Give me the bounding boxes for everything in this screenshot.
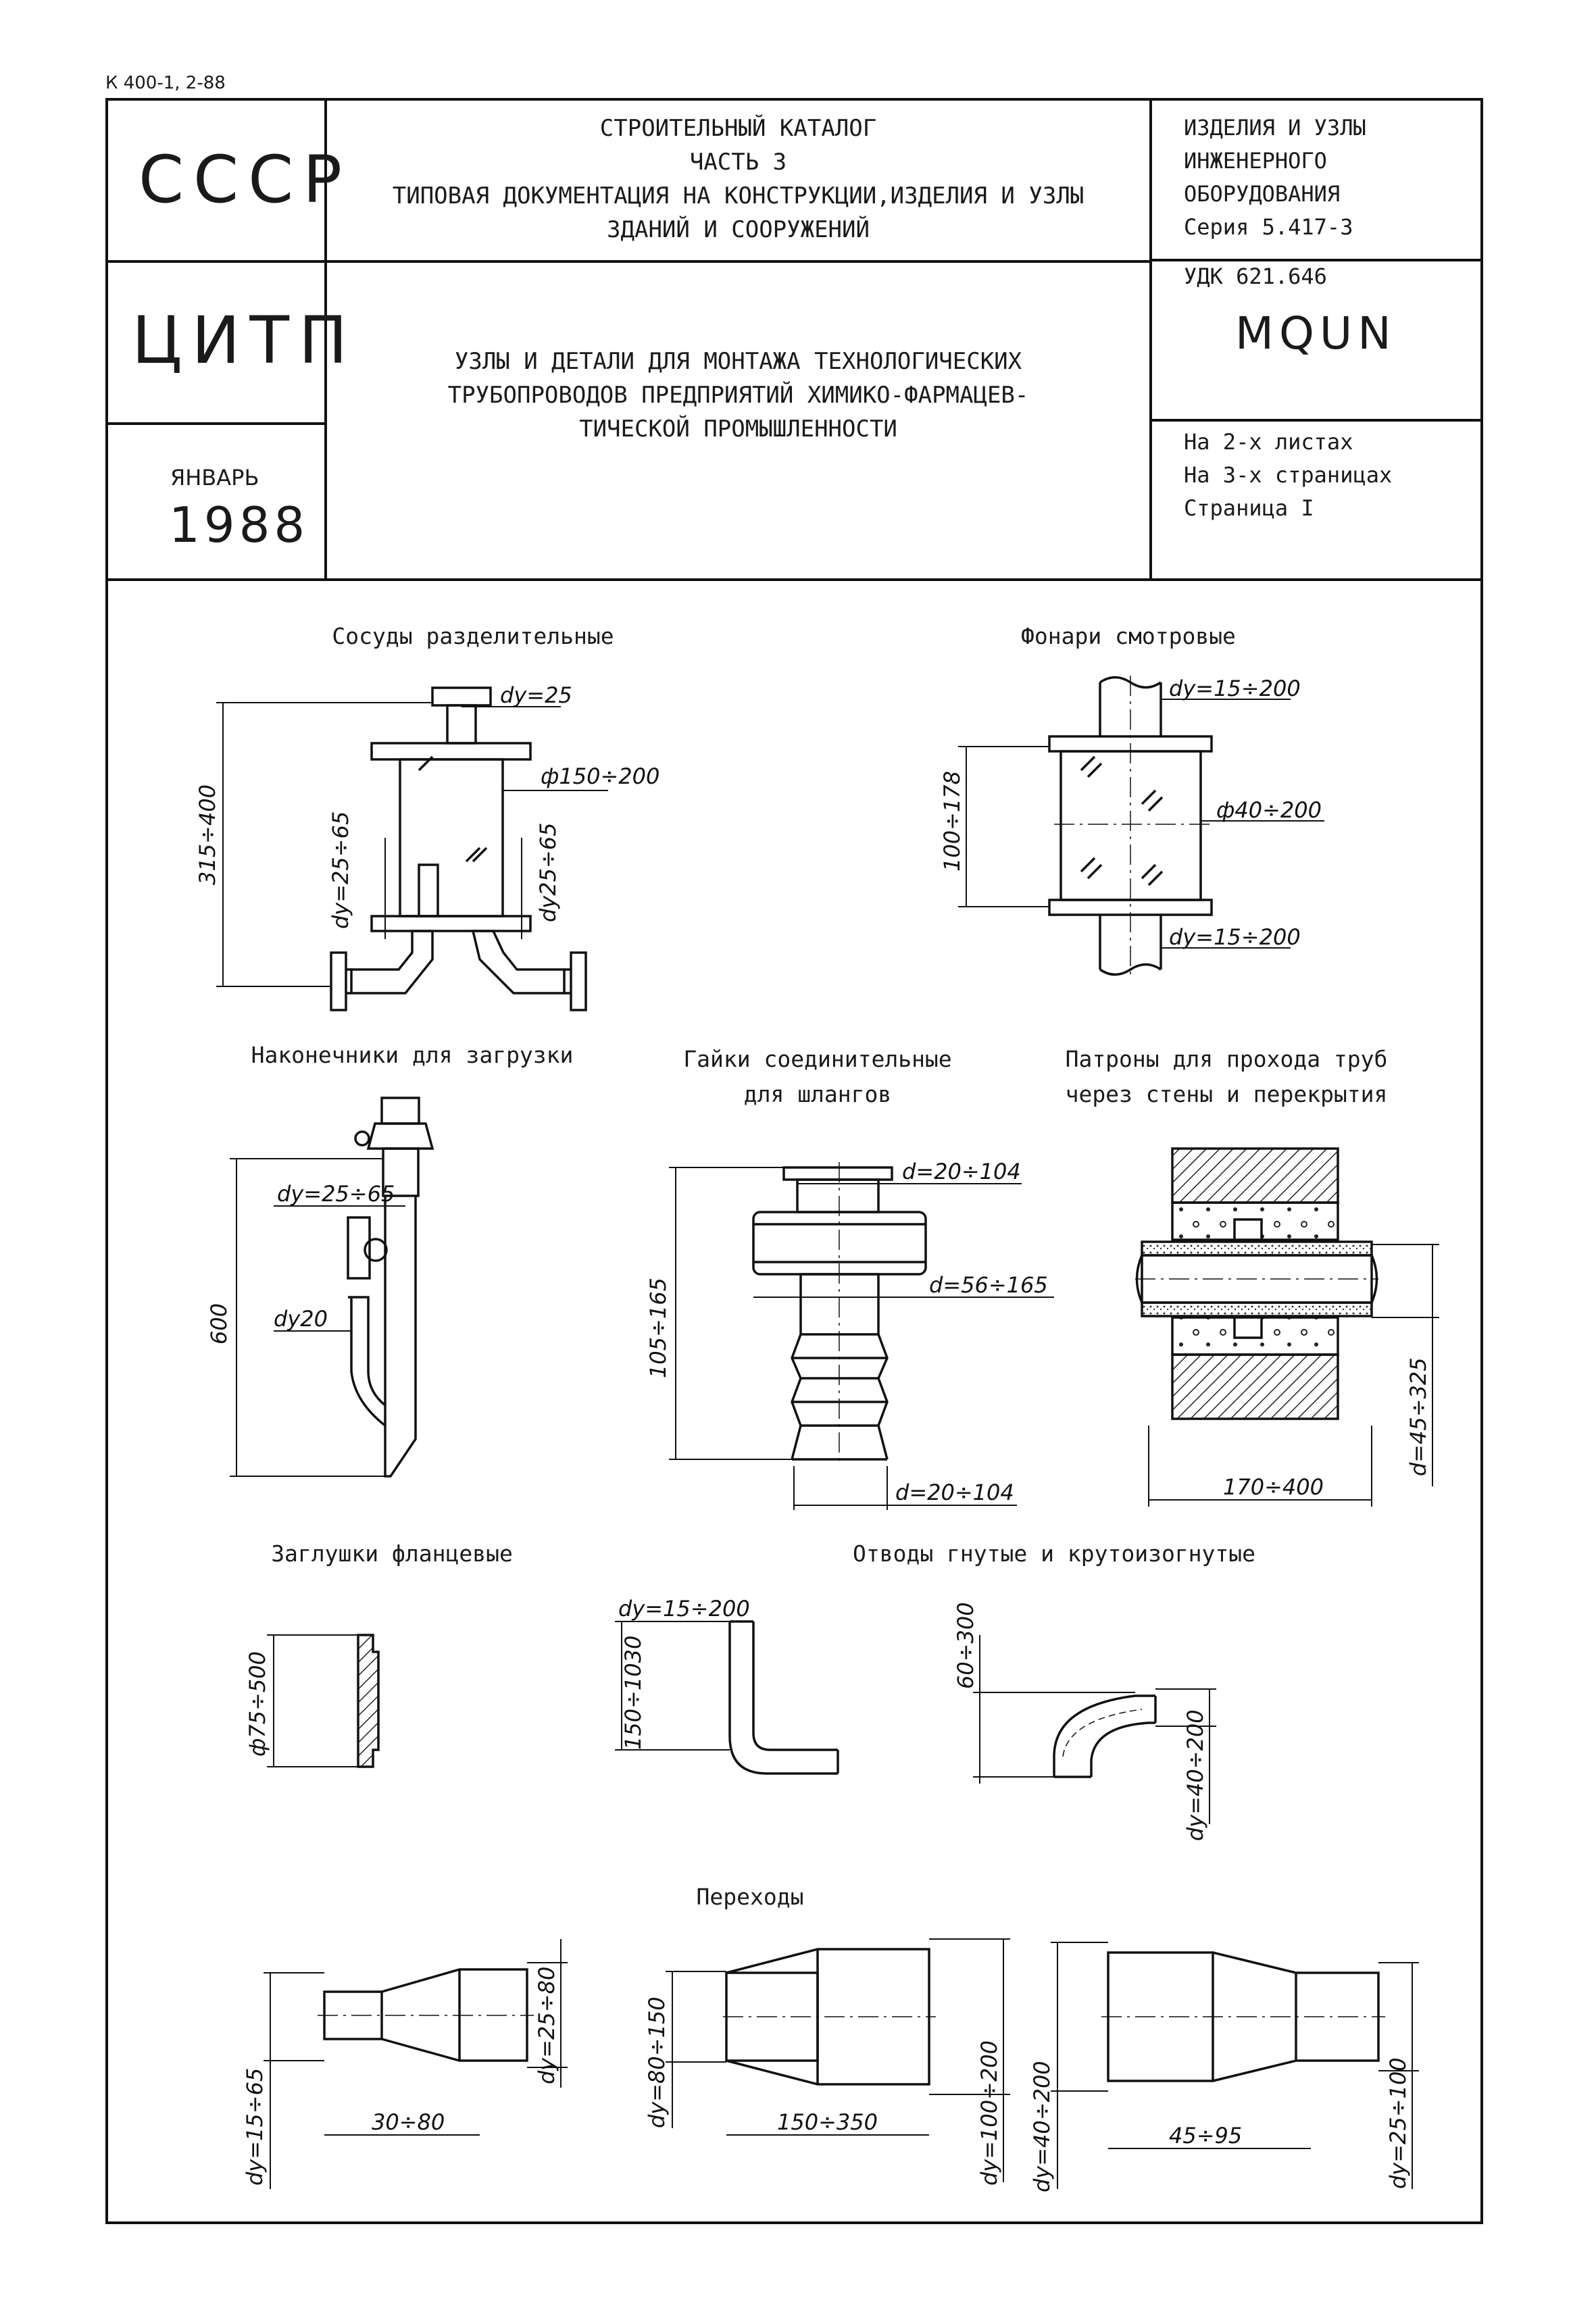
- dim-label: dу25÷65: [535, 823, 561, 923]
- dim-label: d=45÷325: [1405, 1357, 1431, 1476]
- catalog-block: СТРОИТЕЛЬНЫЙ КАТАЛОГ ЧАСТЬ 3 ТИПОВАЯ ДОК…: [326, 111, 1151, 247]
- dim-label: dу=40÷200: [1029, 2061, 1055, 2192]
- dim-label: 315÷400: [195, 784, 220, 885]
- udk-code: УДК 621.646: [1184, 263, 1327, 289]
- dim-label: dу=25÷80: [534, 1967, 559, 2084]
- loading-tip-drawing: [230, 1097, 434, 1478]
- dim-label: 600: [206, 1303, 232, 1344]
- catalog-code: MQUN: [1235, 307, 1397, 359]
- section-line: ИНЖЕНЕРНОГО: [1184, 148, 1327, 174]
- section-line: ОБОРУДОВАНИЯ: [1184, 181, 1341, 207]
- dim-label: dу=25÷65: [328, 811, 353, 929]
- dim-label: ф75÷500: [245, 1651, 270, 1757]
- dim-label: d=20÷104: [895, 1480, 1014, 1505]
- catalog-line: ЗДАНИЙ И СООРУЖЕНИЙ: [607, 216, 870, 243]
- document-title: УЗЛЫ И ДЕТАЛИ ДЛЯ МОНТАЖА ТЕХНОЛОГИЧЕСКИ…: [326, 345, 1151, 446]
- vessel-drawing: [216, 686, 608, 1011]
- dim-label: 150÷1030: [620, 1636, 646, 1750]
- dim-label: dу=15÷200: [618, 1596, 750, 1621]
- dim-label: 170÷400: [1223, 1474, 1324, 1500]
- sight-glass-drawing: [958, 676, 1324, 980]
- dim-label: 105÷165: [645, 1278, 671, 1378]
- document-code: К 400-1, 2-88: [105, 73, 226, 93]
- sheet-line: Страница I: [1184, 495, 1314, 521]
- dim-label: 60÷300: [953, 1602, 978, 1689]
- dim-label: 150÷350: [777, 2109, 878, 2135]
- catalog-line: ЧАСТЬ 3: [689, 149, 787, 176]
- catalog-line: СТРОИТЕЛЬНЫЙ КАТАЛОГ: [599, 115, 877, 142]
- reducer-drawing: [264, 1938, 1419, 2189]
- sheet-line: На 2-х листах: [1184, 429, 1353, 455]
- title-line: УЗЛЫ И ДЕТАЛИ ДЛЯ МОНТАЖА ТЕХНОЛОГИЧЕСКИ…: [454, 348, 1022, 375]
- dim-label: d=56÷165: [929, 1272, 1048, 1298]
- title-line: ТРУБОПРОВОДОВ ПРЕДПРИЯТИЙ ХИМИКО-ФАРМАЦЕ…: [447, 382, 1029, 409]
- dim-label: dу=25: [500, 682, 572, 708]
- dim-label: dу20: [274, 1306, 328, 1332]
- wall-sleeve-drawing: [1135, 1147, 1439, 1507]
- sheet-info: На 2-х листах На 3-х страницах Страница …: [1184, 426, 1392, 525]
- catalog-line: ТИПОВАЯ ДОКУМЕНТАЦИЯ НА КОНСТРУКЦИИ,ИЗДЕ…: [392, 182, 1084, 209]
- caption-line: для шлангов: [743, 1081, 892, 1107]
- dim-label: d=20÷104: [902, 1159, 1021, 1184]
- dim-label: dу=25÷65: [277, 1181, 395, 1207]
- sheet-line: На 3-х страницах: [1184, 462, 1393, 488]
- bend-drawing: [615, 1620, 1216, 1824]
- dim-label: 100÷178: [939, 771, 965, 872]
- dim-label: dу=25÷100: [1385, 2057, 1411, 2189]
- dim-label: dу=80÷150: [644, 1996, 670, 2128]
- org-ussr: СССР: [139, 142, 351, 218]
- date-month: ЯНВАРЬ: [170, 465, 259, 491]
- dim-label: dу=15÷200: [1169, 676, 1301, 701]
- section-line: Серия 5.417-3: [1184, 214, 1353, 240]
- section-line: ИЗДЕЛИЯ И УЗЛЫ: [1184, 115, 1366, 141]
- dim-label: ф150÷200: [541, 763, 659, 789]
- caption-line: Гайки соединительные: [683, 1046, 952, 1072]
- caption-sight-glasses: Фонари смотровые: [1021, 623, 1236, 649]
- caption-blind-flanges: Заглушки фланцевые: [271, 1540, 513, 1567]
- dim-label: dу=40÷200: [1182, 1709, 1208, 1841]
- caption-nuts: Гайки соединительные для шлангов: [649, 1042, 987, 1112]
- org-citp: ЦИТП: [132, 303, 357, 378]
- date-year: 1988: [169, 497, 309, 553]
- dim-label: dу=15÷200: [1169, 924, 1301, 950]
- connecting-nut-drawing: [669, 1162, 1054, 1510]
- blind-flange-drawing: [267, 1634, 380, 1768]
- dim-label: dу=15÷65: [242, 2068, 268, 2186]
- dim-label: ф40÷200: [1216, 797, 1322, 823]
- dim-label: 30÷80: [372, 2109, 445, 2135]
- dim-label: dу=100÷200: [976, 2040, 1002, 2186]
- caption-reducers: Переходы: [696, 1884, 804, 1910]
- section-block: ИЗДЕЛИЯ И УЗЛЫ ИНЖЕНЕРНОГО ОБОРУДОВАНИЯ …: [1184, 111, 1366, 244]
- caption-tips: Наконечники для загрузки: [251, 1042, 574, 1068]
- title-line: ТИЧЕСКОЙ ПРОМЫШЛЕННОСТИ: [579, 416, 897, 443]
- caption-sleeves: Патроны для прохода труб через стены и п…: [1044, 1042, 1409, 1112]
- caption-line: через стены и перекрытия: [1065, 1081, 1388, 1107]
- dim-label: 45÷95: [1169, 2123, 1242, 2148]
- caption-line: Патроны для прохода труб: [1065, 1046, 1388, 1072]
- caption-vessels: Сосуды разделительные: [332, 623, 614, 649]
- caption-bends: Отводы гнутые и крутоизогнутые: [852, 1540, 1256, 1567]
